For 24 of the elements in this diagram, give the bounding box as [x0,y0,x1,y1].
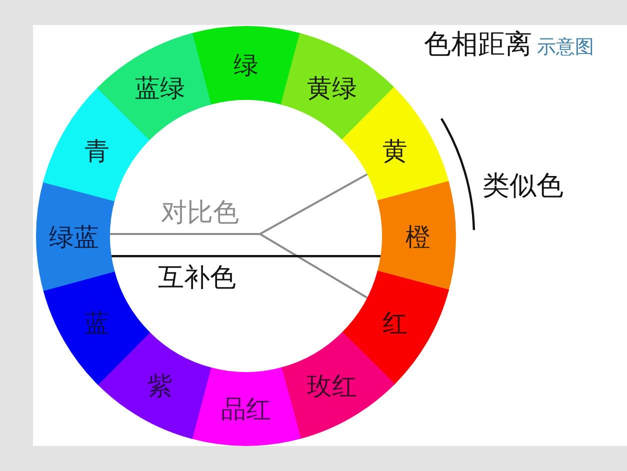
ring-segment [377,180,456,292]
segment-label: 青 [84,138,110,164]
ring-segment [36,180,115,292]
ring-segment [280,32,396,141]
segment-label: 绿蓝 [49,224,99,250]
ring-segment [190,26,302,105]
connector-line [112,255,380,258]
segment-label: 蓝绿 [135,76,185,101]
segment-label: 绿 [234,52,258,78]
segment-label: 品红 [221,396,271,422]
segment-label: 玫红 [307,373,357,398]
segment-label: 蓝 [84,310,110,336]
segment-label: 橙 [406,224,430,250]
ring-segment [96,32,212,141]
ring-segment [190,367,302,446]
edge-label: 互补色 [158,265,236,291]
segment-label: 紫 [148,373,172,398]
segment-label: 红 [382,310,408,336]
segment-label: 黄 [382,138,408,164]
title: 色相距离 [424,30,532,60]
edge-label: 对比色 [161,200,239,226]
segment-label: 黄绿 [307,76,357,101]
subtitle: 示意图 [537,37,594,58]
bracket-label: 类似色 [482,172,564,200]
